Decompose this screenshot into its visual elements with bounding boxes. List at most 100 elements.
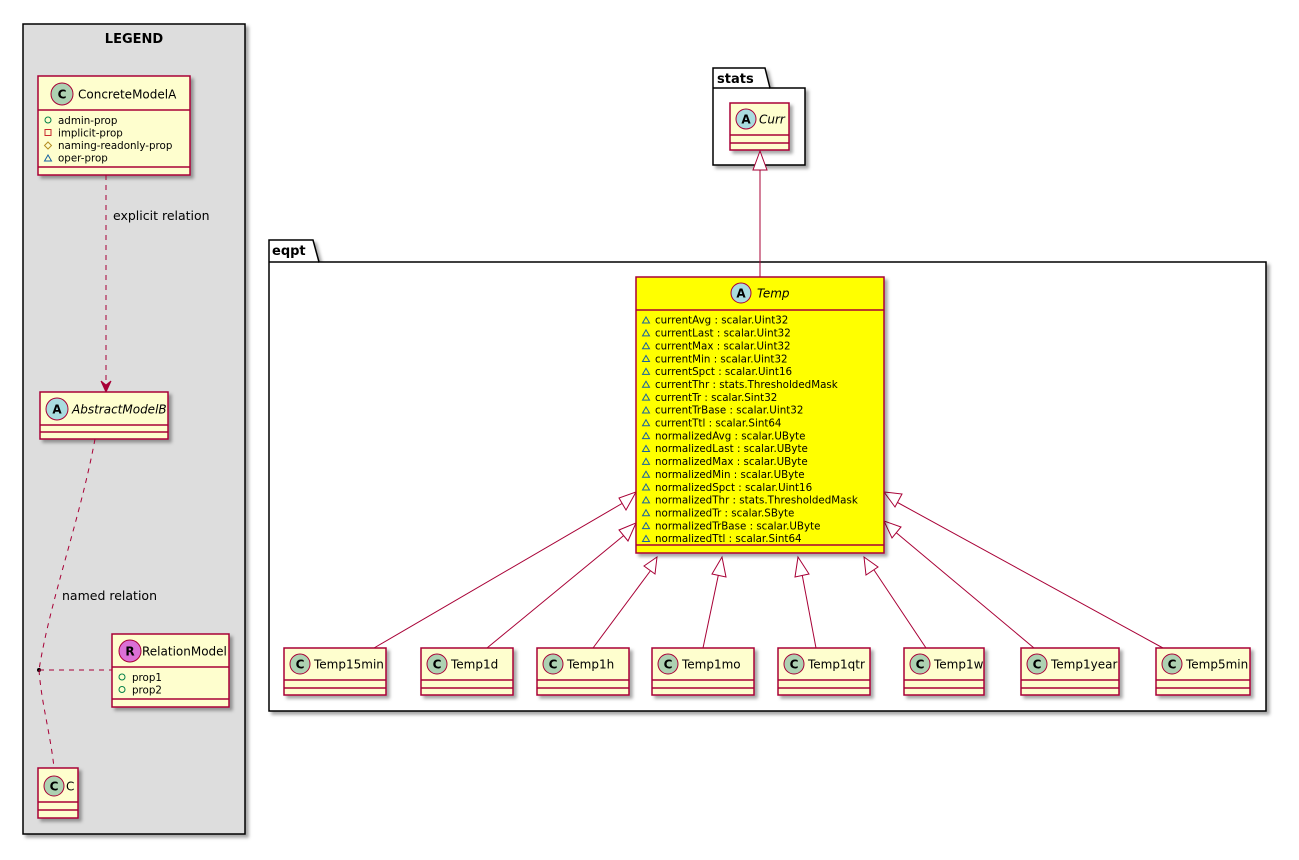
package-visibility-icon: [641, 534, 651, 542]
temp-attribute: currentTr : scalar.Sint32: [655, 392, 777, 404]
package-visibility-icon: [641, 316, 651, 324]
svg-text:A: A: [736, 287, 746, 301]
package-visibility-icon: [641, 367, 651, 375]
protected-visibility-icon: [43, 141, 53, 150]
class-name: ConcreteModelA: [78, 88, 177, 102]
package-visibility-icon: [641, 393, 651, 401]
package-visibility-icon: [43, 154, 53, 162]
inheritance-arrow-icon: [883, 520, 902, 539]
class-name: Temp1h: [566, 658, 614, 672]
package-visibility-icon: [641, 405, 651, 414]
concrete-model-a-class[interactable]: C ConcreteModelA admin-prop implicit-pro…: [37, 75, 191, 176]
class-name: C: [66, 780, 74, 794]
package-visibility-icon: [641, 483, 651, 491]
class-name: AbstractModelB: [71, 403, 167, 417]
temp-attribute: currentMax : scalar.Uint32: [655, 340, 791, 352]
svg-text:C: C: [1168, 658, 1177, 672]
svg-text:C: C: [549, 658, 558, 672]
temp-attribute: normalizedTrBase : scalar.UByte: [655, 520, 820, 532]
package-visibility-icon: [641, 431, 651, 440]
temp-attribute: currentMin : scalar.Uint32: [655, 353, 788, 365]
package-visibility-icon: [641, 457, 651, 465]
arrow-head-icon: [100, 380, 112, 394]
package-visibility-icon: [641, 508, 651, 517]
inheritance-arrow-icon: [618, 522, 637, 542]
package-visibility-icon: [641, 354, 651, 363]
subclass-temp1h[interactable]: C Temp1h: [536, 647, 630, 696]
package-name: stats: [717, 72, 754, 87]
public-visibility-icon: [44, 116, 52, 124]
relation-model-class[interactable]: R RelationModel prop1 prop2: [111, 633, 230, 708]
package-visibility-icon: [641, 495, 651, 504]
class-name: Temp5min: [1185, 658, 1248, 672]
temp-attribute: normalizedTtl : scalar.Sint64: [655, 533, 802, 545]
public-visibility-icon: [118, 673, 126, 681]
temp-attribute: normalizedThr : stats.ThresholdedMask: [655, 495, 858, 507]
temp-attribute: normalizedTr : scalar.SByte: [655, 507, 794, 519]
prop-oper: oper-prop: [58, 153, 108, 165]
abstract-stereotype-icon: [735, 108, 757, 130]
legend-title: LEGEND: [105, 32, 164, 47]
abstract-stereotype-icon: [730, 282, 752, 304]
explicit-relation-edge: explicit relation: [100, 175, 210, 394]
named-relation-label: named relation: [62, 588, 157, 603]
svg-text:C: C: [916, 658, 925, 672]
temp-class[interactable]: A Temp currentAvg : scalar.Uint32current…: [635, 276, 885, 554]
inheritance-arrow-icon: [882, 491, 903, 508]
class-name: Temp1w: [933, 658, 984, 672]
class-stereotype-icon: [542, 653, 564, 675]
svg-text:C: C: [664, 658, 673, 672]
prop-implicit: implicit-prop: [58, 128, 123, 140]
class-name: RelationModel: [142, 645, 227, 659]
legend-panel: LEGEND C ConcreteModelA admin-prop impli…: [22, 23, 246, 835]
class-stereotype-icon: [657, 653, 679, 675]
temp-attribute: normalizedAvg : scalar.UByte: [655, 430, 805, 442]
temp-attribute: normalizedMin : scalar.UByte: [655, 469, 805, 481]
package-visibility-icon: [641, 444, 651, 452]
prop-1: prop1: [132, 672, 162, 684]
temp-attribute: normalizedMax : scalar.UByte: [655, 456, 808, 468]
svg-text:C: C: [1033, 658, 1042, 672]
class-stereotype-icon: [909, 653, 931, 675]
svg-text:C: C: [58, 88, 67, 102]
curr-class[interactable]: A Curr: [729, 102, 790, 151]
temp-attribute: currentAvg : scalar.Uint32: [655, 315, 788, 327]
class-stereotype-icon: [783, 653, 805, 675]
abstract-model-b-class[interactable]: A AbstractModelB: [39, 391, 169, 440]
package-visibility-icon: [641, 328, 651, 337]
class-stereotype-icon: [50, 82, 74, 106]
class-stereotype-icon: [1161, 653, 1183, 675]
class-name: Temp: [757, 287, 790, 301]
class-name: Temp1d: [450, 658, 498, 672]
subclass-temp1w[interactable]: C Temp1w: [903, 647, 985, 696]
svg-text:A: A: [741, 113, 751, 127]
package-visibility-icon: [641, 470, 651, 478]
subclass-temp1year[interactable]: C Temp1year: [1020, 647, 1120, 696]
inheritance-arrow-icon: [643, 555, 658, 575]
inheritance-arrow-icon: [863, 555, 879, 576]
svg-text:A: A: [52, 403, 62, 417]
package-name: eqpt: [272, 244, 306, 259]
inheritance-arrow-icon: [711, 555, 727, 578]
package-visibility-icon: [641, 418, 651, 427]
temp-attribute: normalizedSpct : scalar.Uint16: [655, 482, 812, 494]
inheritance-arrow-icon: [752, 149, 768, 171]
class-name: Temp1mo: [681, 658, 741, 672]
class-name: Temp1year: [1050, 658, 1117, 672]
class-name: Curr: [759, 113, 786, 127]
temp-attribute: currentTrBase : scalar.Uint32: [655, 405, 803, 417]
subclass-temp5min[interactable]: C Temp5min: [1155, 647, 1251, 696]
package-visibility-icon: [641, 521, 651, 530]
c-class[interactable]: C C: [37, 767, 79, 819]
subclass-edges: [373, 491, 1164, 649]
public-visibility-icon: [118, 686, 126, 693]
temp-attribute: currentLast : scalar.Uint32: [655, 328, 791, 340]
svg-text:C: C: [790, 658, 799, 672]
subclass-temp1mo[interactable]: C Temp1mo: [651, 647, 755, 696]
class-stereotype-icon: [43, 775, 65, 797]
